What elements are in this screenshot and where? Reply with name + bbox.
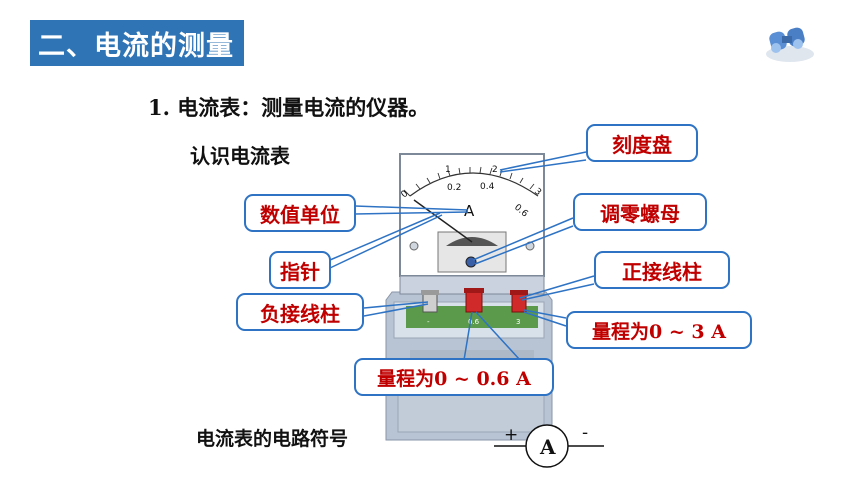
scale-top-1: 1 [445,165,451,175]
terminal-label-3: 3 [516,318,520,326]
section-title: 二、电流的测量 [38,30,234,62]
subheading: 认识电流表 [190,144,290,168]
callout-range-3: 量程为0 ~ 3 A [566,311,752,349]
ammeter-face [399,153,545,295]
ammeter-circuit-symbol [494,424,604,468]
terminal-3 [510,290,528,313]
scale-top-3: 3 [532,187,543,198]
symbol-plus: + [504,425,518,445]
symbol-minus: - [582,423,588,443]
terminal-label-negative: - [427,318,430,326]
callout-dial: 刻度盘 [586,124,698,162]
symbol-letter: A [539,435,556,459]
callout-range-0-6: 量程为0 ~ 0.6 A [354,358,554,396]
heading-text: 电流表：测量电流的仪器。 [177,96,430,120]
callout-zero-adjuster: 调零螺母 [573,193,707,231]
terminal-0-6 [464,288,484,313]
terminal-label-0-6: 0.6 [468,318,480,326]
heading-number: 1. [148,95,170,120]
callout-negative-terminal: 负接线柱 [236,293,364,331]
callout-pointers [329,151,595,361]
heading: 1. 电流表：测量电流的仪器。 [148,92,429,122]
callout-unit: 数值单位 [244,194,356,232]
binoculars-icon [766,27,814,62]
callout-needle: 指针 [269,251,331,289]
circuit-symbol-label: 电流表的电路符号 [196,428,349,450]
section-title-bar: 二、电流的测量 [30,20,244,66]
callout-positive-terminal: 正接线柱 [594,251,730,289]
scale-bottom-0-4: 0.4 [480,182,495,192]
meter-unit-symbol: A [464,202,475,220]
scale-top-2: 2 [492,165,498,175]
terminal-negative [421,290,439,313]
scale-bottom-0-2: 0.2 [447,183,461,193]
scale-top-0: 0 [400,189,411,201]
